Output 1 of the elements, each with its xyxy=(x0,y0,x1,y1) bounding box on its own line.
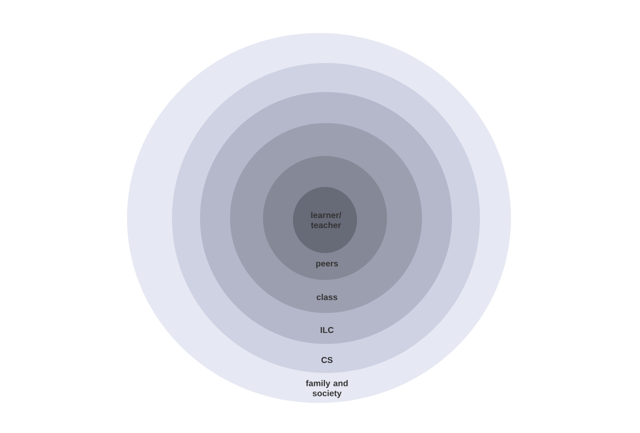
circle-layer: learner/ teacher xyxy=(293,187,357,253)
